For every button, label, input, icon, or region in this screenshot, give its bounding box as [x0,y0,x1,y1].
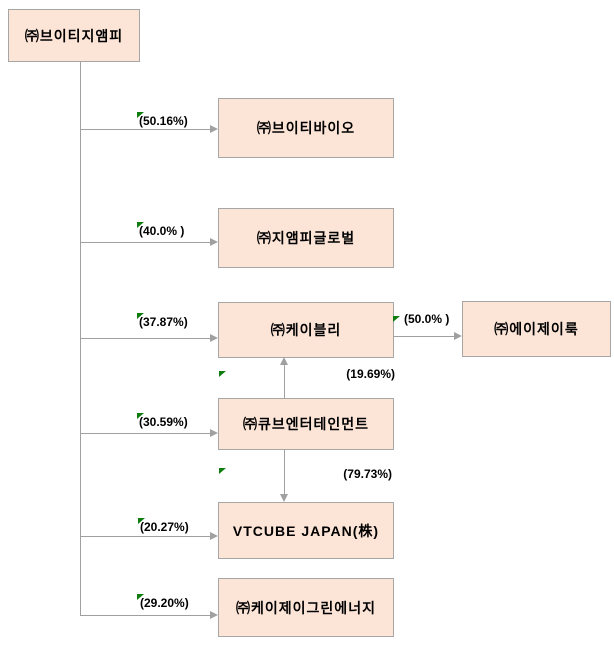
company-box-parent: ㈜브이티지앰피 [8,9,140,62]
branch-line-2 [80,242,211,243]
arrow-right-icon [210,611,218,619]
ownership-pct-label: (50.0% ) [404,312,450,326]
company-box-4: ㈜큐브엔터테인먼트 [218,398,394,450]
branch-line-4 [80,433,211,434]
ownership-pct-label: (40.0% ) [139,224,185,238]
arrow-right-icon [210,238,218,246]
comment-marker-icon [137,313,144,319]
company-box-3: ㈜케이블리 [218,302,394,358]
branch-line-3 [80,338,211,339]
company-box-1: ㈜브이티바이오 [218,98,394,158]
comment-marker-icon [137,594,144,600]
company-label: ㈜큐브엔터테인먼트 [242,416,370,432]
company-label: ㈜케이블리 [270,322,342,338]
arrow-up-icon [280,357,288,365]
branch-line-5 [80,536,211,537]
company-label: VTCUBE JAPAN(株) [232,522,380,539]
ownership-pct-label: (30.59%) [139,415,188,429]
arrow-right-icon [210,532,218,540]
company-label: ㈜브이티지앰피 [24,27,124,44]
arrow-down-icon [280,494,288,502]
ownership-pct-label: (50.16%) [139,114,188,128]
comment-marker-icon [393,316,400,322]
company-label: ㈜브이티바이오 [256,120,356,136]
ownership-pct-label: (29.20%) [140,596,189,610]
company-label: ㈜케이제이그린에너지 [236,599,376,616]
company-box-5: VTCUBE JAPAN(株) [218,502,394,559]
company-box-2: ㈜지앰피글로벌 [218,208,394,268]
cross-line-down [284,450,285,494]
branch-line-1 [80,129,211,130]
company-box-6: ㈜케이제이그린에너지 [218,578,394,637]
ownership-pct-label: (37.87%) [139,315,188,329]
company-label: ㈜에이제이룩 [494,321,579,337]
cross-line-right [394,336,454,337]
arrow-right-icon [210,334,218,342]
company-label: ㈜지앰피글로벌 [256,230,356,246]
ownership-pct-label: (20.27%) [140,520,189,534]
comment-marker-icon [137,112,144,118]
arrow-right-icon [210,125,218,133]
company-box-affiliate: ㈜에이제이룩 [462,301,611,357]
branch-line-6 [80,615,211,616]
comment-marker-icon [137,222,144,228]
comment-marker-icon [219,468,226,474]
ownership-pct-label: (79.73%) [343,467,392,481]
comment-marker-icon [137,413,144,419]
comment-marker-icon [138,518,145,524]
cross-line-up [284,365,285,399]
arrow-right-icon [454,332,462,340]
ownership-pct-label: (19.69%) [346,367,395,381]
arrow-right-icon [210,429,218,437]
comment-marker-icon [219,371,226,377]
